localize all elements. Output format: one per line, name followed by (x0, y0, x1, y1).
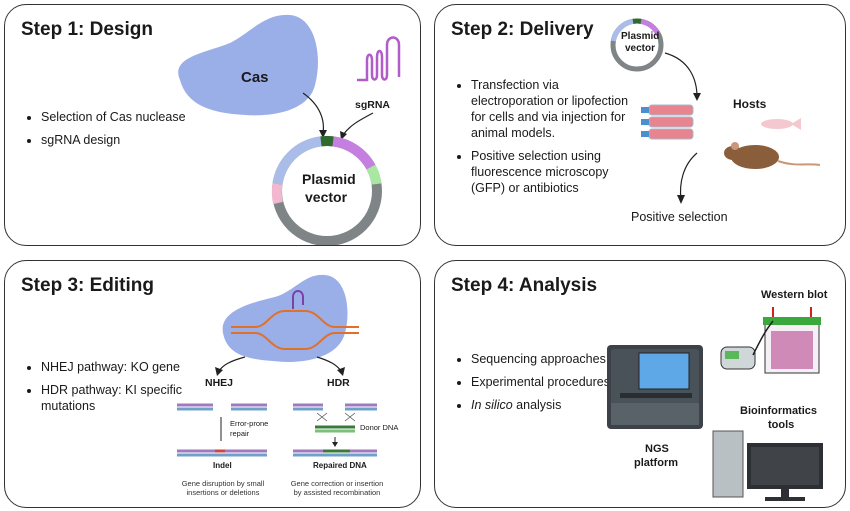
step3-bullet: NHEJ pathway: KO gene (41, 359, 191, 375)
plasmid-label-line1: Plasmid (302, 171, 356, 187)
donor-dna-label: Donor DNA (360, 423, 399, 432)
cas-protein-blob (178, 14, 318, 116)
hdr-label: HDR (327, 377, 350, 389)
insilico-rest: analysis (512, 398, 562, 412)
step3-bullet: HDR pathway: KI specific mutations (41, 382, 191, 414)
step1-title: Step 1: Design (21, 19, 153, 40)
plasmid-label-line2: vector (305, 189, 348, 205)
nhej-broken-dna (177, 403, 267, 411)
step2-bullet: Transfection via electroporation or lipo… (471, 77, 631, 141)
step1-bullet: sgRNA design (41, 132, 211, 148)
ngs-machine-icon (607, 345, 703, 429)
step2-title: Step 2: Delivery (451, 19, 594, 40)
ngs-label-line2: platform (634, 457, 678, 469)
step4-title: Step 4: Analysis (451, 275, 598, 296)
step4-bullets: Sequencing approaches Experimental proce… (455, 351, 641, 420)
step3-title: Step 3: Editing (21, 275, 154, 296)
step1-bullet: Selection of Cas nuclease (41, 109, 211, 125)
step1-panel: Step 1: Design Selection of Cas nuclease… (4, 4, 421, 246)
positive-selection-label: Positive selection (631, 210, 728, 224)
step4-panel: Step 4: Analysis Sequencing approaches E… (434, 260, 846, 508)
indel-label: Indel (213, 461, 232, 470)
cas-label: Cas (241, 69, 269, 86)
hdr-caption: Gene correction or insertion by assisted… (290, 479, 384, 497)
step1-bullets: Selection of Cas nuclease sgRNA design (25, 109, 211, 155)
arrow-to-nhej (218, 356, 246, 372)
bioinfo-label-line2: tools (768, 419, 795, 431)
sgrna-loop-icon (292, 290, 304, 309)
bioinfo-label-line1: Bioinformatics (740, 405, 818, 417)
western-blot-label: Western blot (761, 289, 828, 301)
hosts-label: Hosts (733, 97, 767, 111)
computer-icon (712, 430, 823, 501)
small-plasmid-label-1: Plasmid (621, 31, 660, 42)
sgrna-hairpin-icon (357, 36, 401, 82)
small-plasmid-ring (610, 18, 664, 72)
step4-bullet: Sequencing approaches (471, 351, 641, 367)
step4-illustration (607, 307, 823, 501)
arrow-to-hdr (316, 356, 342, 372)
step3-bullets: NHEJ pathway: KO gene HDR pathway: KI sp… (25, 359, 191, 421)
cas-editing-blob (222, 274, 348, 362)
hdr-repaired-dna (293, 449, 377, 457)
arrow-plasmid-to-hosts (664, 52, 698, 98)
nhej-indel-dna (177, 449, 267, 457)
error-prone-label: Error-prone (230, 419, 269, 428)
arrow-hosts-to-selection (679, 152, 698, 201)
step2-panel: Step 2: Delivery Transfection via electr… (434, 4, 846, 246)
step2-bullets: Transfection via electroporation or lipo… (455, 77, 631, 203)
step3-panel: Step 3: Editing NHEJ pathway: KO gene HD… (4, 260, 421, 508)
culture-flasks-icon (641, 104, 694, 140)
step2-bullet: Positive selection using fluorescence mi… (471, 148, 631, 196)
nhej-caption: Gene disruption by small insertions or d… (181, 479, 265, 497)
insilico-italic: In silico (471, 398, 513, 412)
small-plasmid-label-2: vector (625, 43, 656, 54)
zebrafish-icon (761, 118, 801, 130)
step3-illustration (177, 274, 377, 457)
nhej-label: NHEJ (205, 377, 234, 389)
dna-opened-icon (231, 310, 359, 350)
donor-dna-icon (315, 425, 355, 433)
arrow-sgrna-to-plasmid (342, 112, 374, 136)
mouse-icon (724, 142, 821, 169)
western-blot-icon (720, 307, 821, 374)
arrow-cas-to-plasmid (302, 92, 325, 134)
repair-label: repair (230, 429, 250, 438)
sgrna-label: sgRNA (355, 99, 391, 111)
step4-bullet-insilico: In silico analysis (471, 397, 641, 413)
hdr-broken-dna (293, 403, 377, 411)
ngs-label-line1: NGS (645, 443, 669, 455)
step4-bullet: Experimental procedures (471, 374, 641, 390)
step2-illustration (610, 18, 821, 204)
plasmid-ring (271, 136, 382, 245)
repaired-dna-label: Repaired DNA (313, 461, 367, 470)
step1-illustration (178, 14, 401, 245)
